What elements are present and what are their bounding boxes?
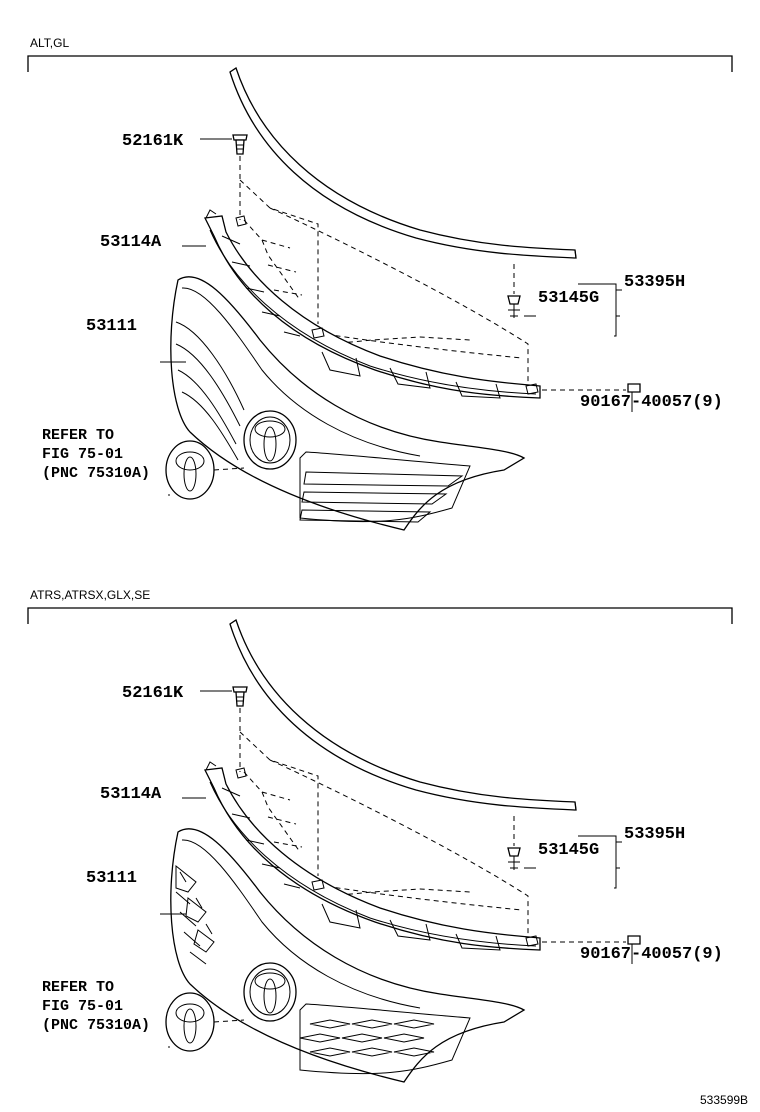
part-label-52161k: 52161K — [122, 684, 184, 703]
reference-note-line-2: FIG 75-01 — [42, 998, 123, 1015]
reference-note-line-1: REFER TO — [42, 427, 114, 444]
reference-note-line-1: REFER TO — [42, 979, 114, 996]
part-label-53114a: 53114A — [100, 233, 162, 252]
part-label-53111: 53111 — [86, 869, 137, 888]
part-label-90167-40057: 90167-40057(9) — [580, 945, 723, 964]
part-label-52161k: 52161K — [122, 132, 184, 151]
diagram-section-2: ATRS,ATRSX,GLX,SE 52161K 53114A 53111 53… — [27, 588, 733, 1083]
reference-note-line-3: (PNC 75310A) — [42, 465, 150, 482]
diagram-section-1: ALT,GL 52161K 53114A 53111 53395H 53145G… — [27, 36, 733, 531]
reference-note-line-3: (PNC 75310A) — [42, 1017, 150, 1034]
reference-note-line-2: FIG 75-01 — [42, 446, 123, 463]
part-label-53395h: 53395H — [624, 273, 685, 292]
grille-assembly-drawing — [27, 55, 733, 531]
part-label-53145g: 53145G — [538, 289, 599, 308]
part-label-53395h: 53395H — [624, 825, 685, 844]
part-label-53145g: 53145G — [538, 841, 599, 860]
grille-assembly-drawing — [27, 607, 733, 1083]
part-label-53114a: 53114A — [100, 785, 162, 804]
part-label-53111: 53111 — [86, 317, 137, 336]
variant-label: ALT,GL — [30, 36, 69, 50]
part-label-90167-40057: 90167-40057(9) — [580, 393, 723, 412]
illustration-reference-number: 533599B — [700, 1093, 748, 1107]
variant-label: ATRS,ATRSX,GLX,SE — [30, 588, 150, 602]
